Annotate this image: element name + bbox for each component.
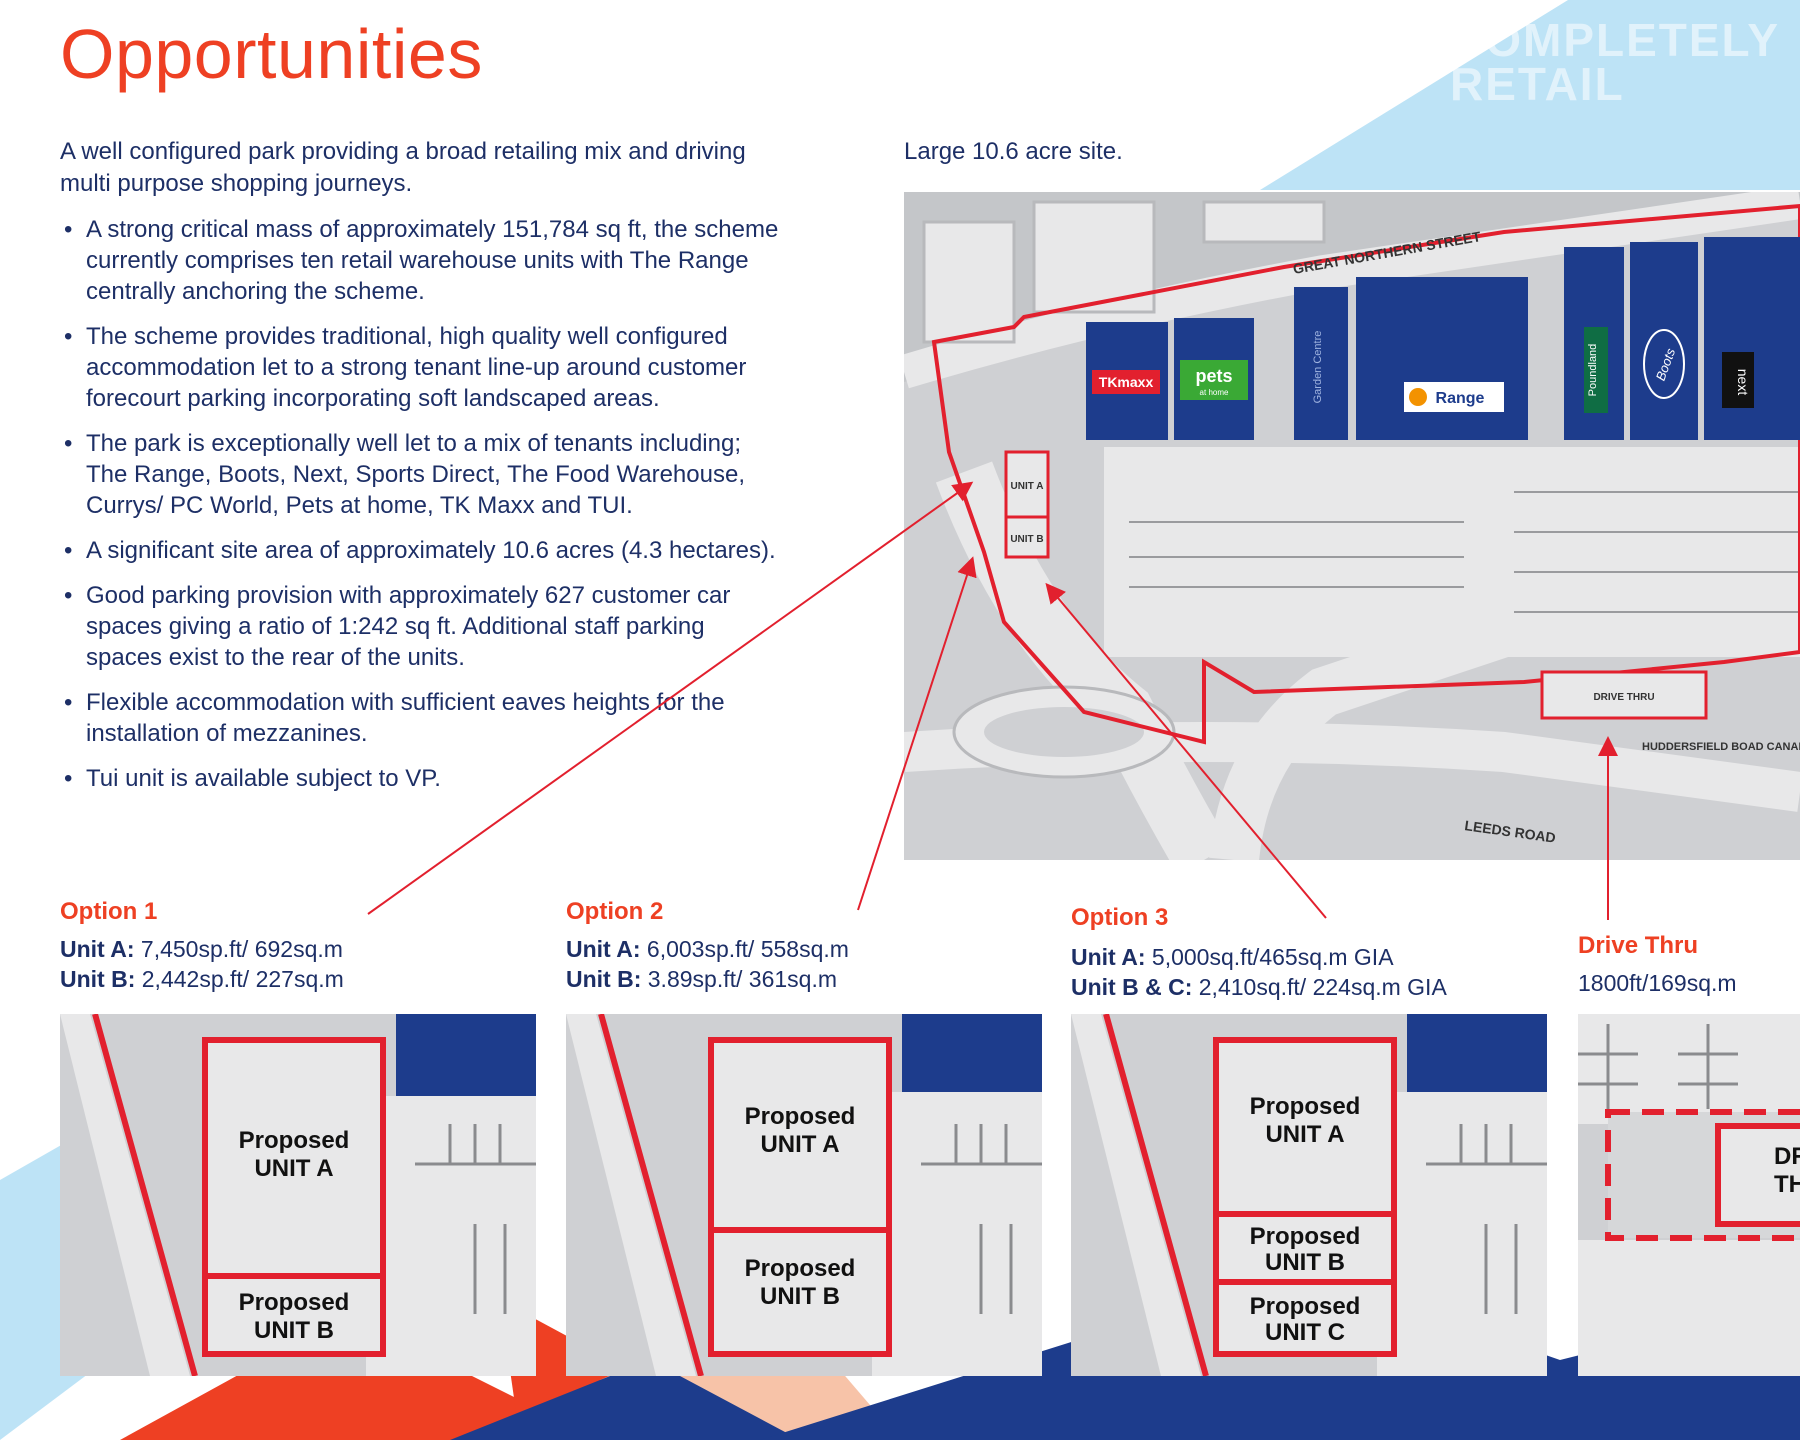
- watermark-line: RETAIL: [1450, 58, 1625, 110]
- drive-thru-size: 1800ft/169sq.m: [1578, 970, 1737, 997]
- spec-value: 1800ft/169sq.m: [1578, 970, 1737, 996]
- plan-label: DR: [1774, 1143, 1800, 1170]
- option-2-unit-a: Unit A: 6,003sp.ft/ 558sq.m: [566, 936, 849, 963]
- option-1-unit-a: Unit A: 7,450sp.ft/ 692sq.m: [60, 936, 343, 963]
- spec-label: Unit B:: [60, 966, 136, 992]
- plan-label: Proposed: [239, 1289, 350, 1316]
- tenant-next: next: [1735, 369, 1751, 396]
- option-3-plan: Proposed UNIT A Proposed UNIT B Proposed…: [1071, 1014, 1547, 1376]
- spec-value: 5,000sq.ft/465sq.m GIA: [1145, 944, 1394, 970]
- option-2-plan: Proposed UNIT A Proposed UNIT B: [566, 1014, 1042, 1376]
- feature-item: Flexible accommodation with sufficient e…: [64, 687, 784, 749]
- plan-label: Proposed: [745, 1103, 856, 1130]
- spec-label: Unit B & C:: [1071, 974, 1193, 1000]
- arrow-option-1: [367, 481, 974, 915]
- spec-value: 6,003sp.ft/ 558sq.m: [640, 936, 849, 962]
- arrow-option-2: [857, 556, 977, 911]
- plan-label: UNIT A: [254, 1155, 333, 1182]
- bg-navy-left: [450, 1360, 800, 1440]
- map-drive-thru-label: DRIVE THRU: [1593, 692, 1654, 703]
- tenant-garden-centre: Garden Centre: [1312, 331, 1324, 404]
- plan-label: TH: [1774, 1171, 1800, 1198]
- option-3-unit-a: Unit A: 5,000sq.ft/465sq.m GIA: [1071, 944, 1394, 971]
- tenant-range: Range: [1436, 390, 1485, 407]
- page-title: Opportunities: [60, 15, 483, 93]
- spec-value: 2,442sp.ft/ 227sq.m: [135, 966, 344, 992]
- feature-item: The scheme provides traditional, high qu…: [64, 321, 784, 414]
- tenant-pets-sub: at home: [1200, 388, 1229, 397]
- map-unit-b-label: UNIT B: [1010, 534, 1043, 545]
- plan-label: UNIT A: [1265, 1121, 1344, 1148]
- option-2-title: Option 2: [566, 898, 664, 925]
- spec-label: Unit A:: [566, 936, 641, 962]
- spec-value: 3.89sp.ft/ 361sq.m: [641, 966, 837, 992]
- option-1-unit-b: Unit B: 2,442sp.ft/ 227sq.m: [60, 966, 344, 993]
- watermark-line: COMPLETELY: [1450, 14, 1781, 66]
- spec-label: Unit A:: [1071, 944, 1146, 970]
- spec-label: Unit B:: [566, 966, 642, 992]
- plan-label: Proposed: [1250, 1223, 1361, 1250]
- plan-label: Proposed: [1250, 1093, 1361, 1120]
- feature-item: Tui unit is available subject to VP.: [64, 763, 784, 794]
- spec-label: Unit A:: [60, 936, 135, 962]
- feature-item: Good parking provision with approximatel…: [64, 580, 784, 673]
- intro-text: A well configured park providing a broad…: [60, 138, 746, 197]
- tenant-pets: pets: [1195, 366, 1232, 386]
- plan-label: UNIT B: [1265, 1249, 1345, 1276]
- site-caption: Large 10.6 acre site.: [904, 138, 1123, 165]
- drive-thru-title: Drive Thru: [1578, 932, 1699, 959]
- street-canal: HUDDERSFIELD BOAD CANAL: [1642, 741, 1800, 753]
- plan-label: Proposed: [1250, 1293, 1361, 1320]
- plan-label: Proposed: [745, 1255, 856, 1282]
- drive-thru-plan: DR TH: [1578, 1014, 1800, 1376]
- bg-light-blue-top: [1260, 0, 1800, 190]
- plan-label: UNIT A: [760, 1131, 839, 1158]
- option-3-unit-bc: Unit B & C: 2,410sq.ft/ 224sq.m GIA: [1071, 974, 1447, 1001]
- bg-orange-left: [120, 1330, 600, 1440]
- tenant-tkmaxx: TKmaxx: [1099, 374, 1154, 390]
- tenant-poundland: Poundland: [1587, 344, 1599, 397]
- plan-label: Proposed: [239, 1127, 350, 1154]
- plan-label: UNIT C: [1265, 1319, 1345, 1346]
- plan-label: UNIT B: [760, 1283, 840, 1310]
- spec-value: 7,450sp.ft/ 692sq.m: [134, 936, 343, 962]
- arrow-option-3: [1045, 582, 1327, 919]
- map-unit-a-label: UNIT A: [1011, 481, 1044, 492]
- feature-item: A strong critical mass of approximately …: [64, 214, 784, 307]
- option-1-title: Option 1: [60, 898, 158, 925]
- plan-label: UNIT B: [254, 1317, 334, 1344]
- feature-item: The park is exceptionally well let to a …: [64, 428, 784, 521]
- feature-list: A strong critical mass of approximately …: [64, 214, 784, 808]
- option-3-title: Option 3: [1071, 904, 1169, 931]
- option-1-plan: Proposed UNIT A Proposed UNIT B: [60, 1014, 536, 1376]
- feature-item: A significant site area of approximately…: [64, 535, 784, 566]
- option-2-unit-b: Unit B: 3.89sp.ft/ 361sq.m: [566, 966, 837, 993]
- spec-value: 2,410sq.ft/ 224sq.m GIA: [1192, 974, 1447, 1000]
- site-map: TKmaxx pets at home Garden Centre Range …: [904, 192, 1800, 860]
